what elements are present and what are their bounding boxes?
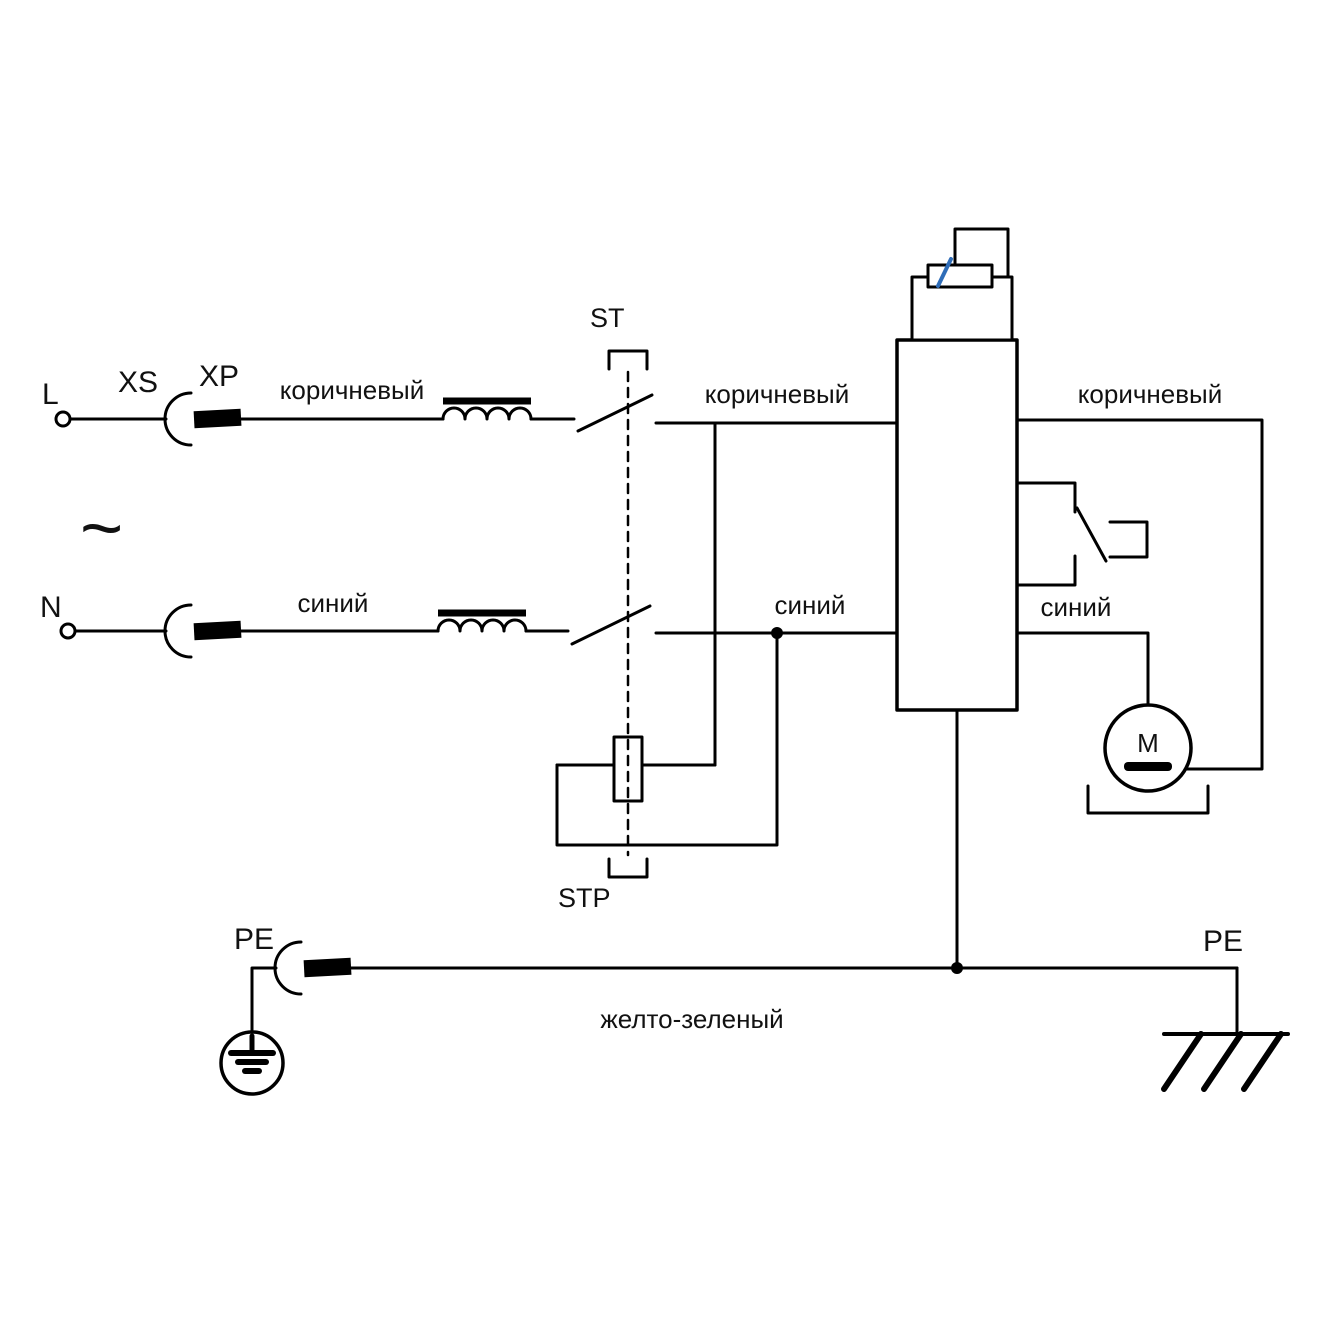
power-input: L N ~ XS XP [40,360,239,640]
stp-interlock: STP [555,421,779,913]
switch-blade-icon [576,393,654,433]
terminal-n-circle [59,622,77,640]
top-loop-wire [953,227,1010,279]
ground-hatch-1 [1161,1031,1204,1092]
st-actuator-bracket-icon [607,349,649,371]
label-wire-pe: желто-зеленый [600,1004,783,1034]
label-switch-stp: STP [558,883,611,913]
stp-enclosure-wire [555,631,779,847]
line-blue-mid: синий [654,590,899,639]
label-wire-blue-mid: синий [775,590,846,620]
label-plug-xp: XP [199,360,239,393]
label-wire-brown-left: коричневый [280,375,425,405]
motor-mount-bracket-icon [1086,784,1210,815]
switch-st: ST [590,303,649,857]
contact-lead-top [1015,481,1077,514]
inductor-n [436,609,528,633]
contact-lead-bottom [1015,554,1077,587]
label-pe-left: PE [234,923,274,956]
line-blue-right: синий [1015,592,1150,707]
chassis-ground-symbol [1161,1031,1290,1092]
plug-contact-icon [303,957,352,978]
thermal-element-tick-icon [936,257,953,288]
label-wire-blue-left: синий [298,588,369,618]
motor: M [1086,703,1210,815]
switch-blade-icon [1075,506,1108,563]
interlock-microswitch [1015,481,1149,587]
socket-arc-icon [163,603,193,659]
plug-contact-icon [193,620,242,641]
ac-symbol: ~ [80,486,123,569]
earth-socket-symbol [219,1030,285,1096]
line-blue-left: синий [239,588,440,633]
label-pe-right: PE [1203,925,1243,958]
stp-coil-body [612,735,644,803]
ground-hatch-2 [1201,1031,1244,1092]
line-brown-right: коричневый [1015,379,1264,771]
label-wire-brown-mid: коричневый [705,379,850,409]
label-wire-blue-right: синий [1041,592,1112,622]
line-brown-mid: коричневый [654,379,899,425]
actuator-bracket-icon [1108,520,1149,559]
label-socket-xs: XS [118,366,158,399]
inductor-coil-icon [441,406,533,421]
pe-circuit: PE желто-зеленый PE [219,708,1290,1096]
label-switch-st: ST [590,303,625,333]
inductor-coil-icon [436,618,528,633]
control-block-body [895,338,1019,712]
stp-actuator-bracket-icon [607,857,649,879]
wire [1015,418,1264,771]
label-motor: M [1137,728,1159,758]
connector-l [163,391,242,447]
wire [250,966,278,1034]
label-neutral-terminal: N [40,591,62,624]
ground-hatch-3 [1241,1031,1284,1092]
switch-blade-icon [570,604,652,646]
connector-n [163,603,242,659]
inductor-l [441,397,533,421]
motor-brush-bar-icon [1124,762,1172,771]
switch-st-pole-n [524,604,652,646]
control-block [895,227,1019,712]
switch-st-pole-l [529,393,654,433]
label-line-terminal: L [42,378,59,411]
socket-arc-icon [273,940,303,996]
wire [1015,631,1150,707]
line-brown-left: коричневый [239,375,445,421]
terminal-l-circle [54,410,72,428]
socket-arc-icon [163,391,193,447]
label-wire-brown-right: коричневый [1078,379,1223,409]
plug-contact-icon [193,408,242,429]
